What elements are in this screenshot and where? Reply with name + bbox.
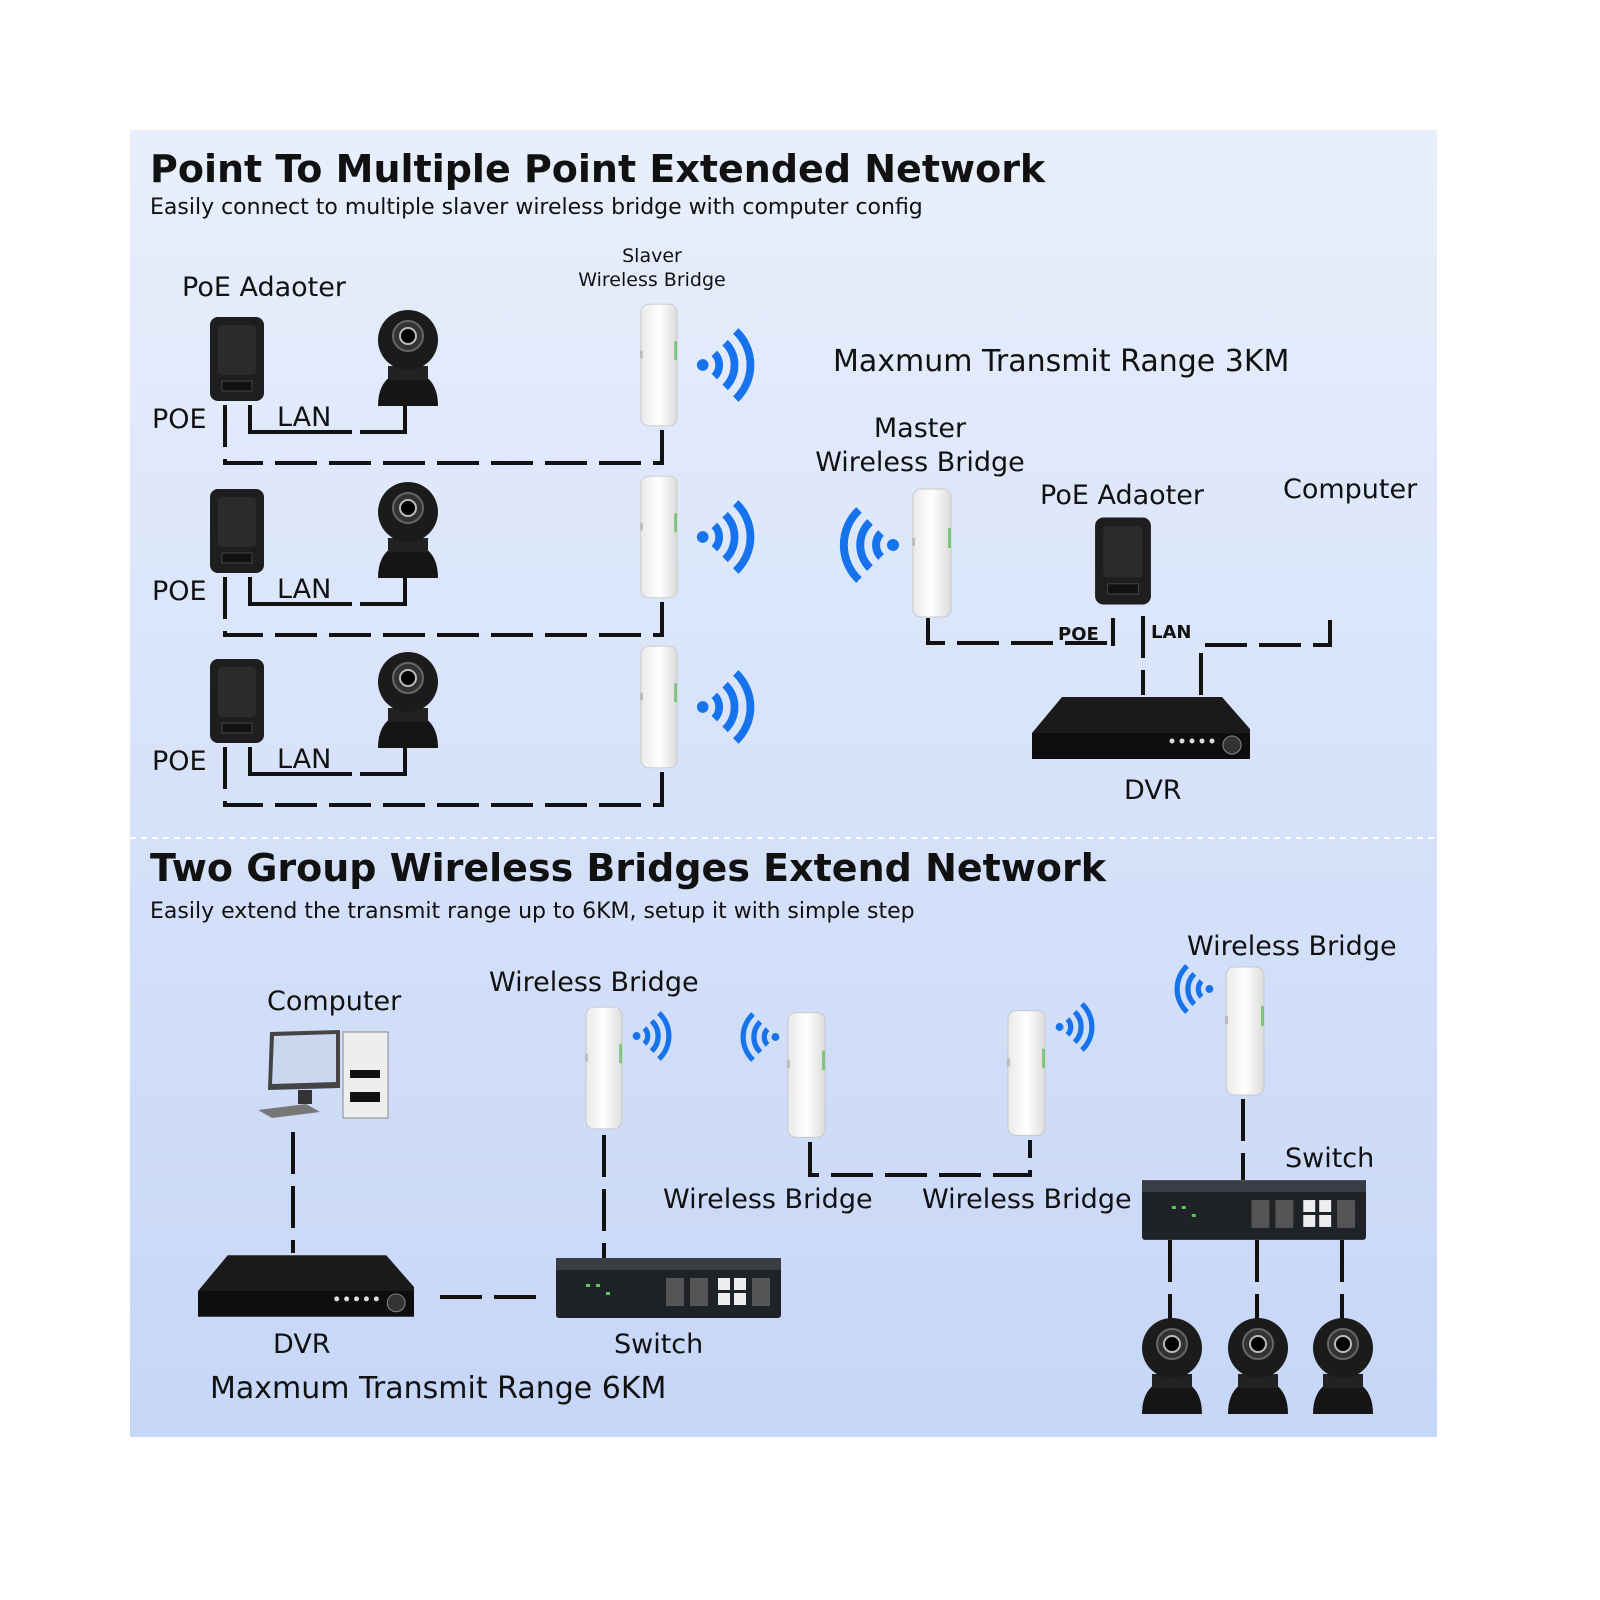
wireless-bridge-label: Wireless Bridge xyxy=(663,1184,873,1215)
master-wireless-bridge xyxy=(912,488,952,618)
cable xyxy=(1199,620,1332,695)
lan-port-label: LAN xyxy=(1151,622,1191,643)
poe-port-label: POE xyxy=(152,404,207,435)
wireless-bridge-label: Wireless Bridge xyxy=(489,967,699,998)
camera-icon xyxy=(1312,1317,1374,1414)
cable xyxy=(223,747,664,807)
switch-icon xyxy=(556,1258,781,1318)
section1-title: Point To Multiple Point Extended Network xyxy=(150,147,1046,191)
camera-icon xyxy=(377,309,439,406)
lan-port-label: LAN xyxy=(277,574,331,605)
poe-adapter-icon xyxy=(1094,517,1152,605)
switch-label: Switch xyxy=(614,1329,703,1360)
poe-adapter-icon xyxy=(209,316,265,402)
master-poe-adapter-label: PoE Adaoter xyxy=(1040,480,1205,511)
poe-adapter-label: PoE Adaoter xyxy=(182,272,347,303)
slave-row: POE LAN xyxy=(152,303,750,465)
dvr-label: DVR xyxy=(273,1329,331,1360)
poe-port-label: POE xyxy=(152,746,207,777)
wireless-bridge-label: Wireless Bridge xyxy=(1187,931,1397,962)
range-6km-label: Maxmum Transmit Range 6KM xyxy=(210,1371,666,1406)
computer-label: Computer xyxy=(267,986,402,1017)
dvr-icon xyxy=(1032,696,1250,760)
cable xyxy=(248,747,407,776)
poe-port-label: POE xyxy=(152,576,207,607)
cable xyxy=(926,618,1112,645)
dvr-label: DVR xyxy=(1124,775,1182,806)
section1-subtitle: Easily connect to multiple slaver wirele… xyxy=(150,195,923,220)
slaver-wireless-bridge xyxy=(640,645,678,769)
wireless-bridge-icon xyxy=(787,1012,826,1138)
section2-subtitle: Easily extend the transmit range up to 6… xyxy=(150,899,915,924)
master-label-line2: Wireless Bridge xyxy=(815,447,1025,478)
cable xyxy=(1168,1240,1344,1320)
computer-label: Computer xyxy=(1283,474,1418,505)
cable xyxy=(223,405,664,465)
diagram-panel xyxy=(130,130,1437,1437)
wireless-bridge-icon xyxy=(585,1006,623,1130)
camera-icon xyxy=(377,481,439,578)
lan-port-label: LAN xyxy=(277,744,331,775)
wireless-bridge-label: Wireless Bridge xyxy=(922,1184,1132,1215)
dvr-icon xyxy=(198,1254,414,1318)
section2-title: Two Group Wireless Bridges Extend Networ… xyxy=(150,846,1107,890)
poe-port-label: POE xyxy=(1058,624,1099,645)
slaver-wireless-bridge xyxy=(640,303,678,427)
slaver-label-line2: Wireless Bridge xyxy=(578,269,725,291)
cable xyxy=(223,577,664,637)
master-label-line1: Master xyxy=(874,413,967,444)
camera-icon xyxy=(377,651,439,748)
range-3km-label: Maxmum Transmit Range 3KM xyxy=(833,344,1289,379)
slaver-label-line1: Slaver xyxy=(622,245,682,267)
camera-icon xyxy=(1227,1317,1289,1414)
switch-icon xyxy=(1142,1180,1366,1240)
camera-icon xyxy=(1141,1317,1203,1414)
slave-row: POE LAN xyxy=(152,645,750,807)
poe-adapter-icon xyxy=(209,658,265,744)
wireless-bridge-icon xyxy=(1007,1010,1046,1136)
cable xyxy=(248,577,407,606)
switch-label: Switch xyxy=(1285,1143,1374,1174)
wireless-bridge-icon xyxy=(1225,966,1265,1096)
slave-row: POE LAN xyxy=(152,475,750,637)
cable xyxy=(808,1140,1032,1177)
cable xyxy=(248,405,407,434)
lan-port-label: LAN xyxy=(277,402,331,433)
slaver-wireless-bridge xyxy=(640,475,678,599)
poe-adapter-icon xyxy=(209,488,265,574)
